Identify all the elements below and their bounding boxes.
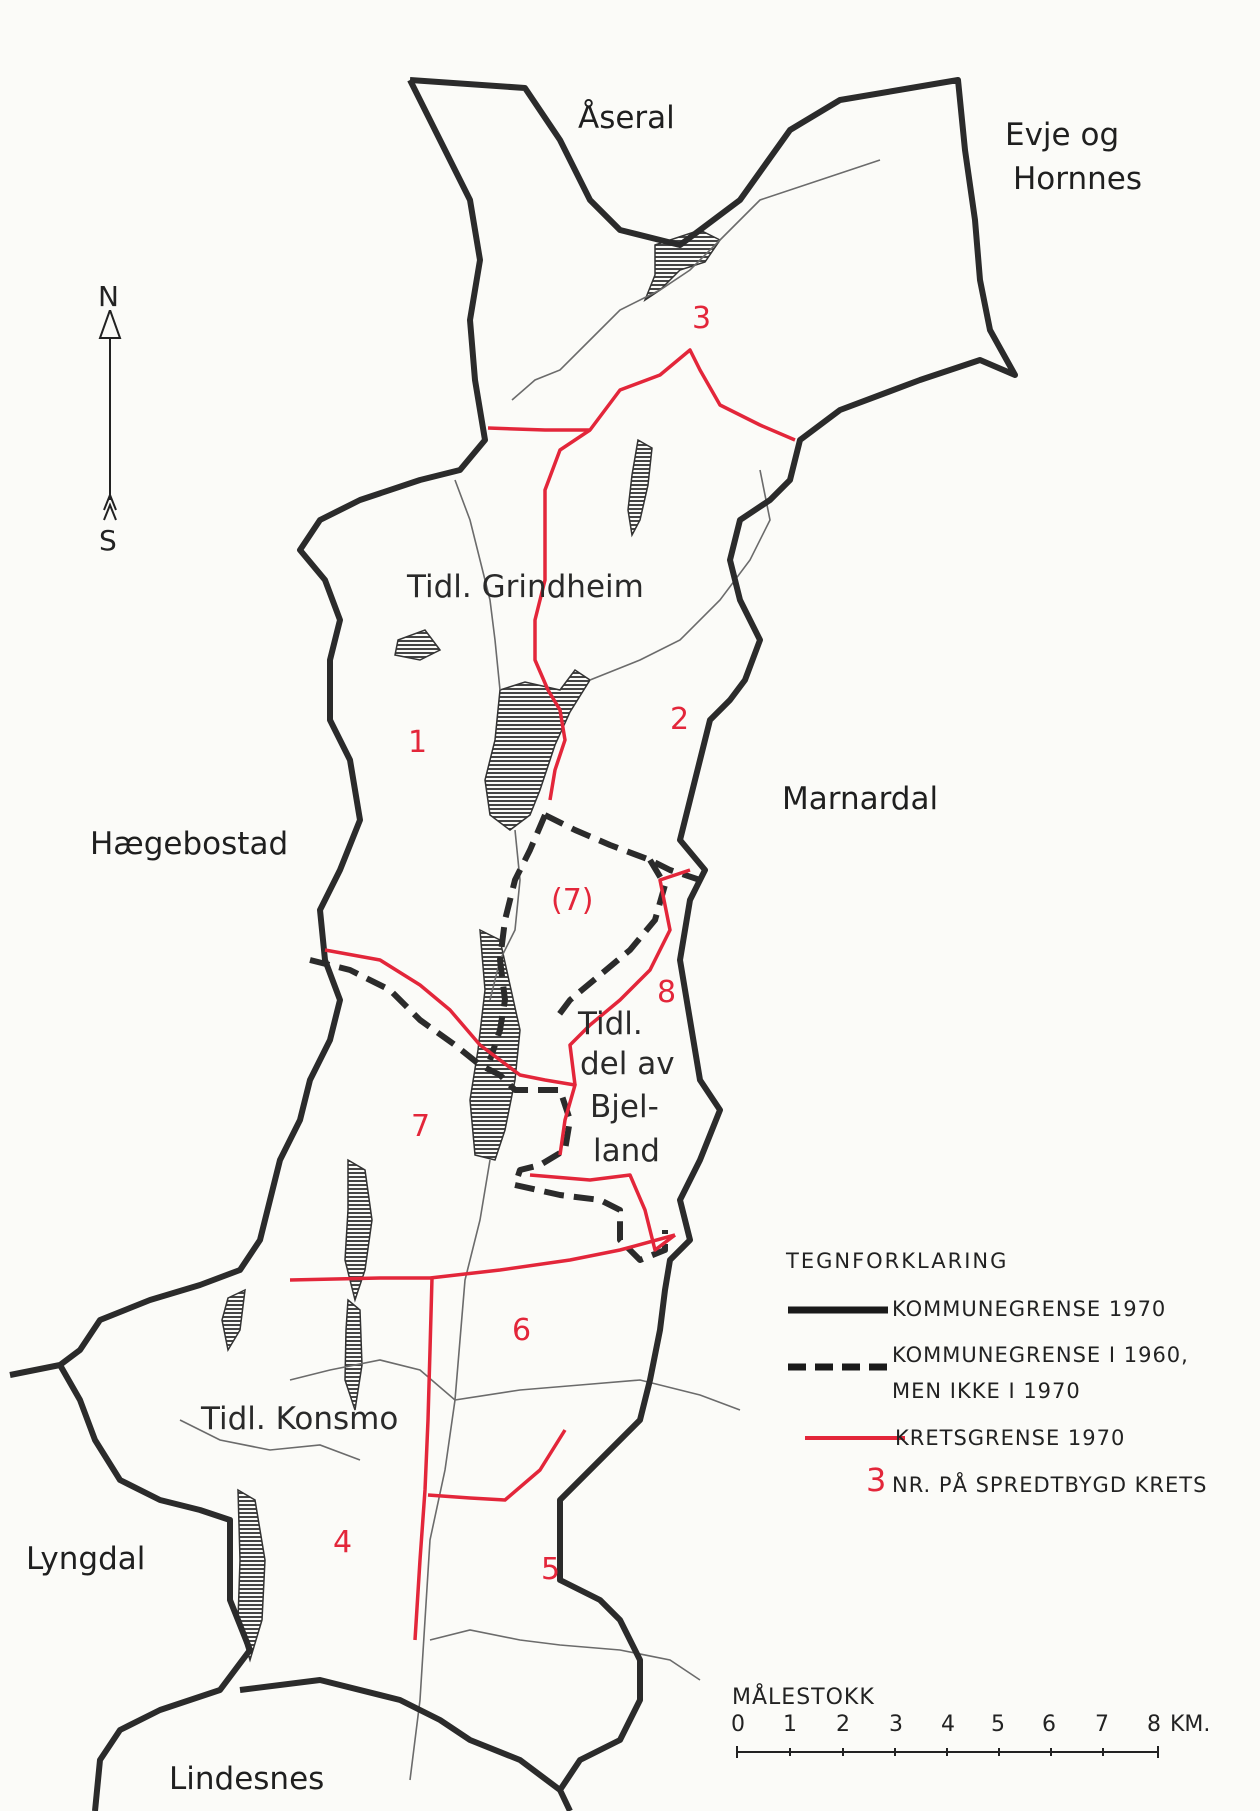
dashed-north bbox=[543, 812, 701, 883]
river-east bbox=[589, 469, 771, 681]
label-bjelland-4: land bbox=[593, 1133, 660, 1169]
kommunegrense-1970 bbox=[9, 77, 1018, 1811]
boundary-southwest bbox=[57, 1363, 253, 1811]
legend-solid-red-icon bbox=[805, 1436, 905, 1440]
krets-number-7: 7 bbox=[411, 1109, 431, 1144]
scale-unit: KM. bbox=[1170, 1712, 1211, 1737]
label-bjelland-3: Bjel- bbox=[590, 1089, 659, 1125]
compass-south: S bbox=[99, 524, 117, 557]
legend-item-3-label: KRETSGRENSE 1970 bbox=[895, 1426, 1126, 1450]
boundary-south bbox=[239, 1677, 562, 1793]
krets-number-7-paren: (7) bbox=[551, 883, 594, 918]
lake-west-lower bbox=[237, 1488, 266, 1663]
boundary-outline bbox=[409, 77, 1018, 1811]
krets-number-4: 4 bbox=[333, 1525, 353, 1560]
label-evje-line2: Hornnes bbox=[1013, 161, 1142, 197]
scale-tick-4: 4 bbox=[941, 1712, 955, 1737]
scale-tick-2: 2 bbox=[836, 1712, 850, 1737]
krets-1-2-border bbox=[533, 428, 591, 801]
river-south bbox=[409, 1159, 491, 1781]
krets-bjelland-south bbox=[529, 1173, 677, 1252]
label-haegebostad: Hægebostad bbox=[90, 826, 289, 862]
legend-item-4-symbol: 3 bbox=[866, 1461, 887, 1499]
lake-central bbox=[484, 668, 592, 831]
label-marnardal: Marnardal bbox=[782, 781, 939, 817]
legend-item-1-label: KOMMUNEGRENSE 1970 bbox=[892, 1297, 1167, 1321]
krets-number-1: 1 bbox=[408, 725, 428, 760]
river-southwest bbox=[179, 1419, 361, 1461]
scale-tick-0: 0 bbox=[731, 1712, 745, 1737]
label-bjelland-2: del av bbox=[580, 1046, 675, 1082]
label-lyngdal: Lyngdal bbox=[26, 1541, 146, 1577]
dashed-south bbox=[514, 1182, 668, 1263]
legend-title: TEGNFORKLARING bbox=[786, 1249, 1009, 1273]
krets-5-6-line bbox=[427, 1429, 567, 1502]
label-bjelland-1: Tidl. bbox=[578, 1006, 643, 1042]
river-bottom bbox=[429, 1629, 701, 1681]
label-evje-line1: Evje og bbox=[1005, 117, 1120, 153]
krets-number-5: 5 bbox=[541, 1552, 561, 1587]
boundary-west bbox=[9, 78, 488, 1378]
scale-title: MÅLESTOKK bbox=[732, 1685, 875, 1710]
river-mid bbox=[489, 829, 521, 1001]
krets-7-6-line bbox=[289, 1233, 676, 1282]
dashed-east bbox=[552, 858, 668, 1022]
lakes bbox=[221, 229, 722, 1663]
rivers bbox=[179, 159, 881, 1781]
legend-item-2-line2: MEN IKKE I 1970 bbox=[892, 1379, 1081, 1403]
scale-tick-1: 1 bbox=[783, 1712, 797, 1737]
lake-konsmo-north bbox=[344, 1158, 373, 1303]
legend-item-4-label: NR. PÅ SPREDTBYGD KRETS bbox=[892, 1473, 1208, 1497]
river-main bbox=[511, 159, 881, 401]
compass: N S bbox=[90, 280, 130, 560]
scale-tick-7: 7 bbox=[1095, 1712, 1109, 1737]
label-tidl-konsmo: Tidl. Konsmo bbox=[201, 1401, 399, 1437]
krets-number-6: 6 bbox=[512, 1313, 532, 1348]
lake-bjelland bbox=[469, 928, 521, 1161]
river-grindheim bbox=[454, 479, 501, 691]
krets-number-3: 3 bbox=[692, 301, 712, 336]
river-konsmo bbox=[289, 1359, 456, 1401]
legend-solid-black-icon bbox=[788, 1306, 888, 1314]
kretsgrense-1970 bbox=[289, 348, 796, 1641]
krets-4-6-line bbox=[413, 1277, 434, 1641]
scale-tick-6: 6 bbox=[1042, 1712, 1056, 1737]
compass-north: N bbox=[98, 280, 119, 313]
lake-konsmo-south bbox=[344, 1298, 363, 1411]
label-tidl-grindheim: Tidl. Grindheim bbox=[407, 569, 644, 605]
lake-long-north bbox=[627, 438, 653, 538]
lake-west-top bbox=[221, 1288, 246, 1353]
river-southeast bbox=[454, 1379, 741, 1411]
scale-line bbox=[736, 1746, 1159, 1758]
scale-tick-8: 8 bbox=[1147, 1712, 1161, 1737]
dashed-west bbox=[309, 957, 573, 1186]
lake-upper bbox=[643, 229, 722, 302]
north-arrow-icon bbox=[98, 310, 122, 521]
kommunegrense-1960 bbox=[309, 812, 701, 1263]
legend-item-2-line1: KOMMUNEGRENSE I 1960, bbox=[892, 1343, 1189, 1367]
scale-tick-3: 3 bbox=[889, 1712, 903, 1737]
krets-number-8: 8 bbox=[657, 975, 677, 1010]
dashed-river bbox=[487, 813, 548, 1061]
label-aseral: Åseral bbox=[578, 100, 675, 136]
label-lindesnes: Lindesnes bbox=[169, 1761, 325, 1797]
krets-7-east bbox=[568, 868, 691, 1086]
krets-3-south bbox=[487, 348, 796, 442]
lake-grindheim-small bbox=[394, 629, 442, 661]
krets-number-2: 2 bbox=[670, 702, 690, 737]
legend-dashed-black-icon bbox=[788, 1363, 888, 1371]
scale-tick-5: 5 bbox=[991, 1712, 1005, 1737]
krets-7-north bbox=[324, 948, 577, 1156]
